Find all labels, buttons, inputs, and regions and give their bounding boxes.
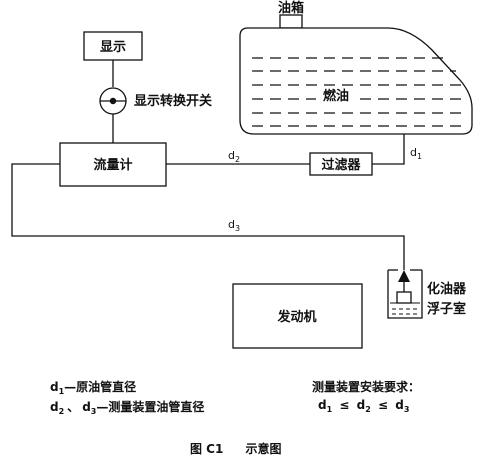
- note-d23: d2、d3—测量装置油管直径: [50, 400, 205, 416]
- float-chamber: [387, 269, 423, 319]
- carburetor-label-1: 化油器: [427, 281, 467, 297]
- tank-label: 油箱: [278, 0, 304, 16]
- figure-caption: 图 C1 示意图: [190, 440, 282, 457]
- display-box: [83, 31, 143, 61]
- switch-label: 显示转换开关: [134, 93, 212, 109]
- fuel-tank: [239, 14, 473, 135]
- flowmeter-box: [59, 142, 167, 187]
- requirement-formula: d1 ≤ d2 ≤ d3: [318, 398, 410, 414]
- requirement-title: 测量装置安装要求：: [312, 380, 421, 394]
- fuel-label: 燃油: [323, 88, 349, 104]
- figure-title: 示意图: [245, 442, 282, 456]
- d1-label: d1: [410, 146, 422, 161]
- switch-icon: [99, 87, 127, 115]
- filter-label: 过滤器: [321, 157, 361, 173]
- engine-box: [232, 283, 363, 349]
- figure-number: 图 C1: [190, 442, 224, 456]
- pipe-d3: [11, 163, 405, 270]
- flowmeter-label: 流量计: [93, 157, 132, 173]
- d2-label: d2: [228, 149, 240, 164]
- pipe-d1: [372, 134, 405, 165]
- d3-label: d3: [228, 218, 240, 233]
- engine-label: 发动机: [276, 309, 316, 325]
- note-d1: d1—原油管直径: [50, 380, 137, 396]
- display-label: 显示: [100, 40, 126, 55]
- carburetor-label-2: 浮子室: [427, 301, 466, 317]
